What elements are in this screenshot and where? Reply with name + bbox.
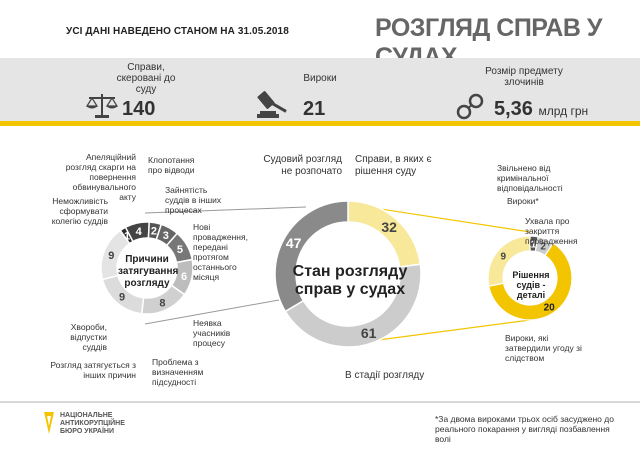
label-recusal: Клопотання про відводи [148, 155, 195, 175]
stat-cases-label: Справи, скеровані до суду [116, 62, 176, 95]
stat-verdicts-value: 21 [303, 98, 326, 120]
reasons-value-label: 3 [163, 230, 169, 242]
label-busy-judges: Зайнятість суддів в інших процесах [165, 185, 222, 215]
reasons-value-label: 4 [136, 226, 143, 238]
status-slice [284, 263, 422, 348]
donut-reasons-title: Причини затягування розгляду [118, 254, 179, 289]
label-in-review: В стадії розгляду [345, 370, 425, 381]
label-jurisdiction: Проблема з визначенням підсудності [152, 357, 204, 387]
reasons-value-label: 6 [181, 271, 187, 283]
label-closure: Ухвала про закриття провадження [525, 216, 578, 246]
reasons-value-label: 2 [151, 226, 157, 238]
reasons-value-label: 9 [108, 250, 114, 262]
stat-amount-unit: млрд грн [538, 104, 589, 118]
label-released: Звільнено від кримінальної відповідально… [497, 163, 563, 193]
stat-cases-value: 140 [122, 98, 156, 120]
decisions-value-label: 1 [531, 239, 537, 250]
stats-band-stripe [0, 121, 640, 126]
decisions-value-label: 20 [544, 302, 556, 313]
reasons-value-label: 8 [159, 298, 165, 310]
donut-status-title: Стан розгляду справ у судах [292, 263, 408, 298]
stat-verdicts-label: Вироки [303, 73, 337, 84]
label-appeal: Апеляційний розгляд скарги на повернення… [65, 152, 136, 202]
date-note: УСІ ДАНІ НАВЕДЕНО СТАНОМ НА 31.05.2018 [66, 26, 289, 37]
reasons-value-label: 9 [119, 292, 125, 304]
decisions-value-label: 9 [501, 252, 507, 263]
footer-divider [0, 401, 640, 403]
status-value-label: 32 [381, 219, 397, 235]
stat-amount-value: 5,36 [494, 98, 533, 120]
nabu-logo-icon [42, 410, 56, 441]
decisions-slice [487, 235, 531, 287]
label-illness: Хвороби, відпустки суддів [70, 322, 107, 352]
reasons-value-label: 5 [177, 244, 183, 256]
label-panel: Неможливість сформувати колегію суддів [51, 196, 108, 226]
stats-band [0, 58, 640, 124]
nabu-logo-text: НАЦІОНАЛЬНЕ АНТИКОРУПЦІЙНЕ БЮРО УКРАЇНИ [60, 412, 125, 435]
status-value-label: 47 [286, 235, 302, 251]
connector-line [144, 206, 307, 214]
decisions-value-label: 2 [540, 242, 546, 253]
label-plea-deals: Вироки, які затвердили угоду зі слідство… [505, 333, 582, 363]
status-value-label: 61 [361, 325, 377, 341]
footnote: *За двома вироками трьох осіб засуджено … [435, 414, 614, 444]
label-not-started: Судовий розгляд не розпочато [263, 154, 342, 177]
scales-icon [85, 92, 119, 125]
label-no-show: Неявка учасників процесу [193, 318, 231, 348]
label-decided: Справи, в яких є рішення суду [355, 154, 432, 177]
decisions-slice [488, 242, 573, 321]
donut-status: 32 61 47 [274, 200, 422, 348]
label-new-cases: Нові провадження, передані протягом оста… [193, 222, 248, 282]
status-slice [274, 200, 349, 313]
label-other: Розгляд затягується з інших причин [50, 360, 136, 380]
handcuffs-icon [455, 92, 485, 127]
reasons-slice [100, 229, 131, 281]
gavel-icon [255, 90, 295, 127]
connector-line [144, 299, 280, 325]
reasons-value-label: 1 [124, 231, 130, 243]
stat-amount-label: Розмір предмету злочинів [485, 66, 563, 88]
donut-decisions-title: Рішення судів - деталі [512, 270, 550, 300]
label-verdicts-star: Вироки* [507, 196, 539, 206]
